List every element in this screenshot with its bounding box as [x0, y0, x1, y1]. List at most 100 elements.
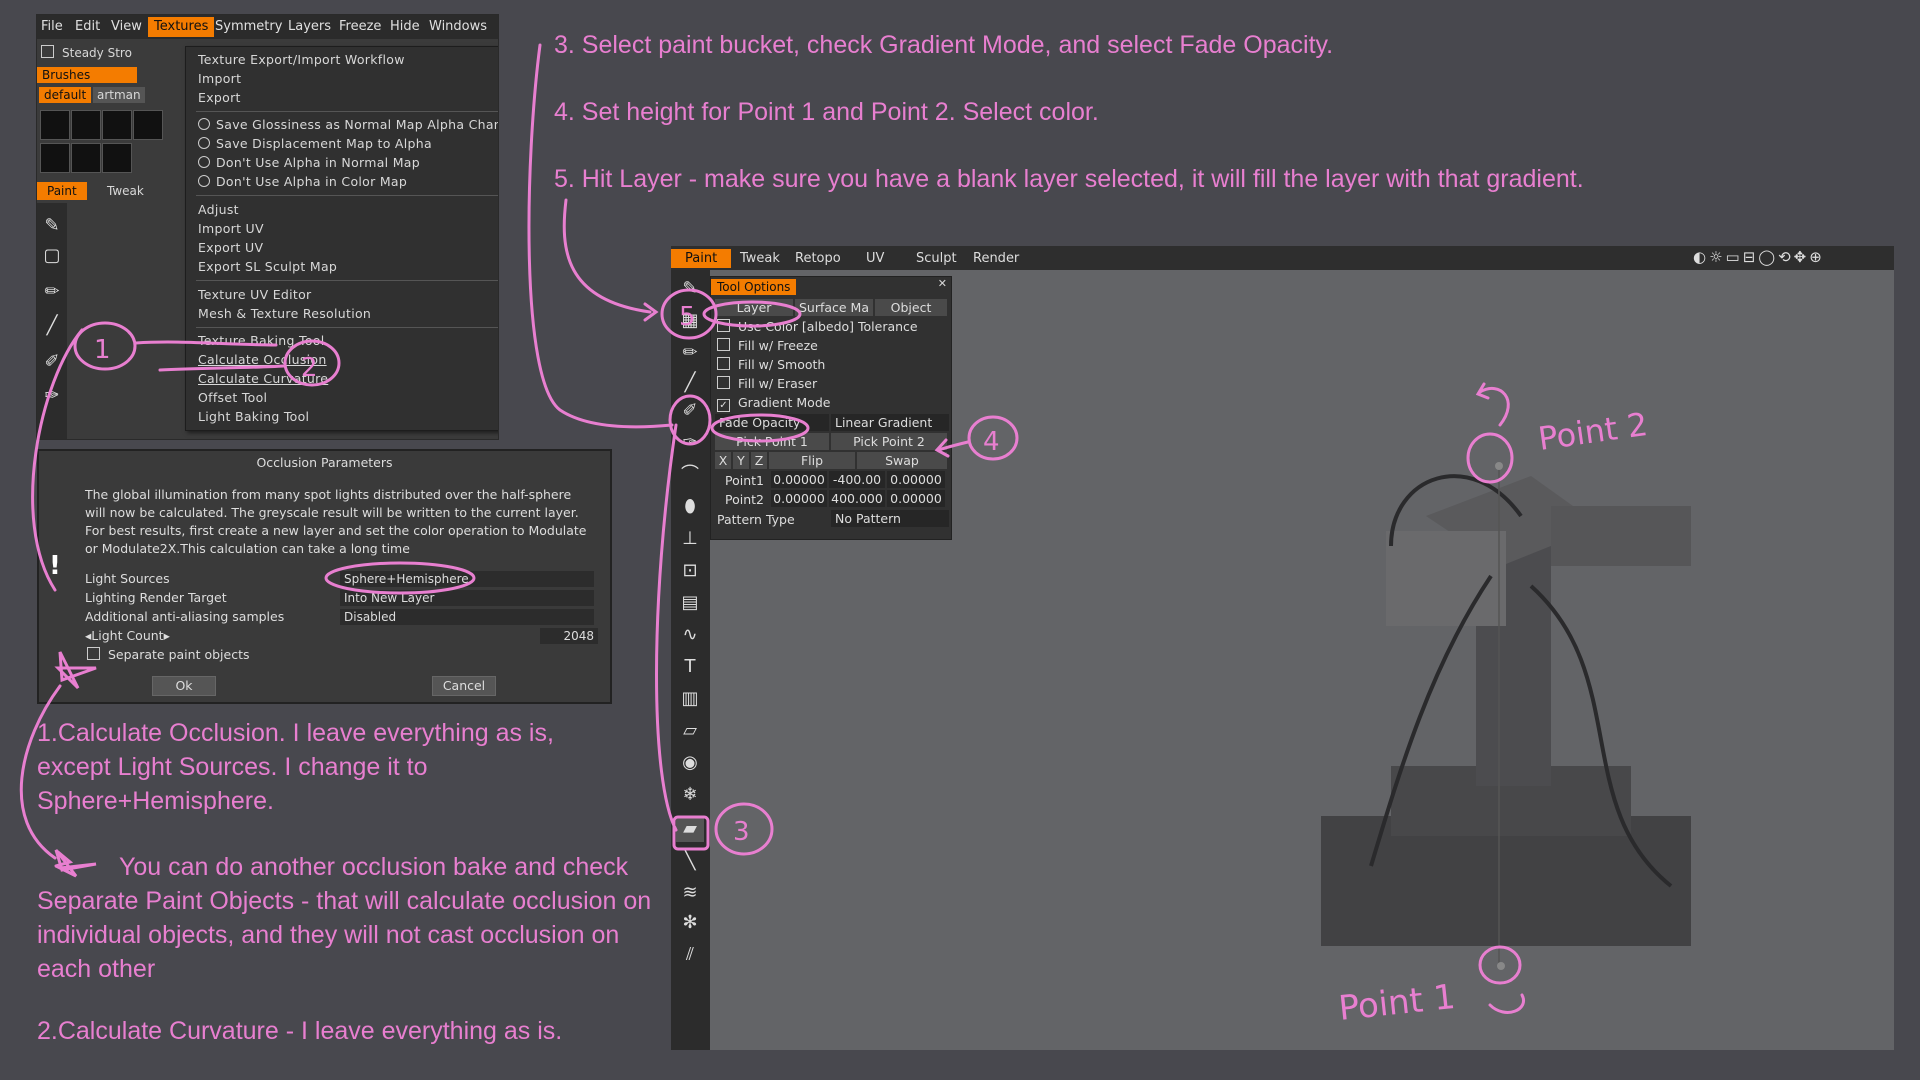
menu-item-offset-tool[interactable]: Offset Tool: [198, 390, 268, 405]
layers-tool-icon[interactable]: ▥: [681, 688, 699, 709]
eraser-tool-icon[interactable]: ▱: [683, 720, 697, 741]
point1-x-input[interactable]: 0.00000: [771, 471, 827, 488]
use-color-toggle[interactable]: Use Color [albedo] Tolerance: [717, 319, 918, 334]
flip-button[interactable]: Flip: [769, 452, 855, 469]
butterfly-tool-icon[interactable]: ✻: [682, 912, 698, 933]
menu-item-import[interactable]: Import: [198, 71, 242, 86]
pencil-tool-icon[interactable]: ✏: [44, 281, 60, 302]
checkbox-icon[interactable]: [41, 45, 54, 58]
menu-item-uv-editor[interactable]: Texture UV Editor: [198, 287, 312, 302]
point1-y-input[interactable]: -400.00: [829, 471, 885, 488]
menu-windows[interactable]: Windows: [429, 19, 488, 34]
menu-textures[interactable]: Textures: [148, 17, 215, 37]
eye-tool-icon[interactable]: ◉: [682, 752, 698, 773]
brush-preset[interactable]: [71, 110, 101, 140]
fill-object-button[interactable]: Object: [875, 299, 947, 316]
brush-preset[interactable]: [40, 143, 70, 173]
curve-tool-icon[interactable]: ∿: [682, 624, 698, 645]
airbrush-tool-icon[interactable]: ✐: [44, 351, 60, 372]
room-tab-render[interactable]: Render: [973, 251, 1020, 266]
brushes-tab[interactable]: Brushes: [37, 67, 137, 83]
light-sources-select[interactable]: Sphere+Hemisphere: [340, 571, 594, 587]
viewport-controls-icon[interactable]: ◐☼▭⊟◯⟲✥⊕: [1693, 248, 1825, 266]
menu-file[interactable]: File: [41, 19, 63, 34]
clone-tool-icon[interactable]: ⬮: [684, 496, 696, 517]
gradient-mode-toggle[interactable]: ✓Gradient Mode: [717, 395, 830, 412]
menu-edit[interactable]: Edit: [75, 19, 101, 34]
separate-paint-objects-toggle[interactable]: Separate paint objects: [87, 647, 249, 662]
menu-item-save-glossiness[interactable]: Save Glossiness as Normal Map Alpha Chan…: [198, 117, 498, 132]
menu-item-light-baking[interactable]: Light Baking Tool: [198, 409, 310, 424]
stamp-tool-icon[interactable]: ⊥: [682, 528, 698, 549]
point2-x-input[interactable]: 0.00000: [771, 490, 827, 507]
paint-room-tab[interactable]: Paint: [37, 182, 87, 200]
menu-item-export-sl-sculpt[interactable]: Export SL Sculpt Map: [198, 259, 338, 274]
menu-item-no-alpha-normal[interactable]: Don't Use Alpha in Normal Map: [198, 155, 420, 170]
viewport-model[interactable]: [671, 246, 1894, 1050]
brush-preset[interactable]: [102, 110, 132, 140]
room-tab-paint[interactable]: Paint: [671, 249, 732, 268]
fill-freeze-toggle[interactable]: Fill w/ Freeze: [717, 338, 818, 353]
checkbox-icon[interactable]: [87, 647, 100, 660]
line-tool-icon[interactable]: ╱: [46, 315, 58, 336]
pick-point-1-button[interactable]: Pick Point 1: [715, 433, 829, 450]
pattern-type-select[interactable]: No Pattern: [831, 510, 949, 527]
menu-item-import-uv[interactable]: Import UV: [198, 221, 264, 236]
brush-tab-artman[interactable]: artman: [93, 87, 145, 103]
menu-item-export-uv[interactable]: Export UV: [198, 240, 264, 255]
point1-z-input[interactable]: 0.00000: [887, 471, 945, 488]
menu-item-no-alpha-color[interactable]: Don't Use Alpha in Color Map: [198, 174, 407, 189]
fill-layer-button[interactable]: Layer: [715, 299, 793, 316]
fill-smooth-toggle[interactable]: Fill w/ Smooth: [717, 357, 825, 372]
menu-item-texture-baking[interactable]: Texture Baking Tool: [198, 333, 325, 348]
point2-z-input[interactable]: 0.00000: [887, 490, 945, 507]
pencil-tool-icon[interactable]: ✏: [682, 342, 698, 363]
document-tool-icon[interactable]: ▤: [681, 592, 699, 613]
anti-aliasing-select[interactable]: Disabled: [340, 609, 594, 625]
gradient-type-select[interactable]: Linear Gradient: [831, 414, 949, 431]
ruler-tool-icon[interactable]: ⫽: [685, 944, 695, 965]
menu-item-export[interactable]: Export: [198, 90, 241, 105]
axis-z-button[interactable]: Z: [751, 452, 767, 469]
knife-tool-icon[interactable]: ╲: [684, 850, 696, 871]
menu-item-save-displacement[interactable]: Save Displacement Map to Alpha: [198, 136, 432, 151]
fill-eraser-toggle[interactable]: Fill w/ Eraser: [717, 376, 817, 391]
light-count-input[interactable]: 2048: [540, 628, 598, 644]
menu-item-mesh-texture-resolution[interactable]: Mesh & Texture Resolution: [198, 306, 372, 321]
blur-tool-icon[interactable]: ⌒: [681, 464, 699, 485]
line-tool-icon[interactable]: ╱: [684, 372, 696, 393]
iron-tool-icon[interactable]: ≋: [682, 882, 698, 903]
brush-tool-icon[interactable]: ✎: [44, 215, 60, 236]
axis-x-button[interactable]: X: [715, 452, 731, 469]
menu-item-calculate-occlusion[interactable]: Calculate Occlusion: [198, 352, 327, 367]
menu-view[interactable]: View: [111, 19, 142, 34]
menu-hide[interactable]: Hide: [390, 19, 420, 34]
brush-tab-default[interactable]: default: [39, 87, 92, 103]
light-count-slider[interactable]: ◂Light Count▸: [85, 628, 170, 643]
room-tab-tweak[interactable]: Tweak: [740, 251, 780, 266]
steady-stroke-toggle[interactable]: Steady Stro: [41, 45, 132, 60]
transform-tool-icon[interactable]: ⊡: [682, 560, 698, 581]
checkbox-icon[interactable]: [717, 338, 730, 351]
room-tab-uv[interactable]: UV: [866, 251, 885, 266]
fill-tool-icon[interactable]: ▢: [43, 245, 61, 266]
fade-opacity-select[interactable]: Fade Opacity: [715, 414, 829, 431]
menu-item-calculate-curvature[interactable]: Calculate Curvature: [198, 371, 329, 386]
text-tool-icon[interactable]: T: [684, 656, 696, 677]
ok-button[interactable]: Ok: [152, 676, 216, 696]
smudge-tool-icon[interactable]: ✑: [44, 385, 60, 406]
freeze-tool-icon[interactable]: ❄: [682, 784, 698, 805]
cancel-button[interactable]: Cancel: [432, 676, 496, 696]
brush-preset[interactable]: [40, 110, 70, 140]
close-icon[interactable]: ✕: [937, 277, 947, 290]
room-tab-retopo[interactable]: Retopo: [795, 251, 841, 266]
menu-item-texture-workflow[interactable]: Texture Export/Import Workflow: [198, 52, 405, 67]
point2-y-input[interactable]: 400.000: [829, 490, 885, 507]
checkbox-icon[interactable]: [717, 376, 730, 389]
brush-preset[interactable]: [71, 143, 101, 173]
axis-y-button[interactable]: Y: [733, 452, 749, 469]
menu-item-adjust[interactable]: Adjust: [198, 202, 239, 217]
room-tab-sculpt[interactable]: Sculpt: [916, 251, 957, 266]
swap-button[interactable]: Swap: [857, 452, 947, 469]
menu-freeze[interactable]: Freeze: [339, 19, 382, 34]
